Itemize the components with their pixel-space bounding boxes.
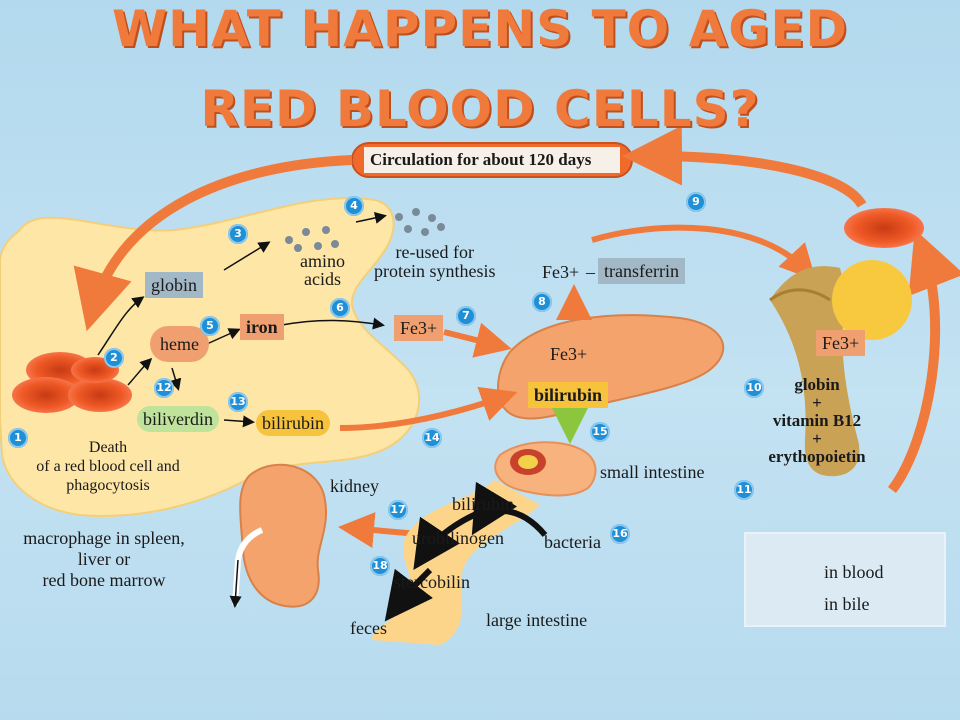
stercobilin-label: stercobilin bbox=[394, 572, 470, 592]
step-number-18: 18 bbox=[370, 556, 390, 576]
bacteria-label: bacteria bbox=[544, 532, 601, 552]
urobilinogen-label: urobilinogen bbox=[412, 528, 504, 548]
large-intestine-label: large intestine bbox=[486, 610, 588, 630]
legend-in-bile: in bile bbox=[824, 594, 870, 614]
arrow-bilirubin-to-liver bbox=[339, 386, 518, 431]
kidney bbox=[229, 463, 327, 608]
fe3-transferrin-label: Fe3+ bbox=[542, 262, 580, 282]
circulation-label: Circulation for about 120 days bbox=[370, 150, 592, 169]
step-number-9: 9 bbox=[686, 192, 706, 212]
step-number-11: 11 bbox=[734, 480, 754, 500]
bilirubin-liver-label: bilirubin bbox=[528, 382, 609, 408]
step-number-10: 10 bbox=[744, 378, 764, 398]
step-number-4: 4 bbox=[344, 196, 364, 216]
step-number-1: 1 bbox=[8, 428, 28, 448]
transferrin-label: transferrin bbox=[598, 258, 685, 284]
step-number-14: 14 bbox=[422, 428, 442, 448]
bilirubin-cell-label: bilirubin bbox=[256, 410, 330, 436]
fe3-liver-label: Fe3+ bbox=[550, 344, 588, 364]
arrow-transferrin-to-bone bbox=[591, 224, 817, 281]
fe3-bone-label: Fe3+ bbox=[816, 330, 866, 356]
small-intestine-label: small intestine bbox=[600, 462, 705, 482]
step-number-16: 16 bbox=[610, 524, 630, 544]
bilirubin-intestine-label: bilirubin bbox=[452, 494, 514, 514]
kidney-label: kidney bbox=[330, 476, 379, 496]
legend-box bbox=[744, 532, 946, 627]
step-number-6: 6 bbox=[330, 298, 350, 318]
death-phagocytosis-label: Death of a red blood cell and phagocytos… bbox=[36, 439, 180, 494]
circulation-arrow-top bbox=[622, 125, 867, 208]
step-number-8: 8 bbox=[532, 292, 552, 312]
title-line-2: RED BLOOD CELLS? bbox=[200, 80, 760, 138]
macrophage-location-label: macrophage in spleen, liver or red bone … bbox=[23, 528, 185, 590]
small-intestine bbox=[494, 441, 597, 497]
step-number-13: 13 bbox=[228, 392, 248, 412]
fe3-cell-label: Fe3+ bbox=[394, 315, 444, 341]
step-number-2: 2 bbox=[104, 348, 124, 368]
circulating-red-blood-cell bbox=[844, 208, 924, 248]
circulation-arrow-left bbox=[73, 155, 353, 332]
bone bbox=[769, 260, 912, 477]
reused-protein-synthesis-label: re-used for protein synthesis bbox=[374, 242, 496, 281]
step-number-12: 12 bbox=[154, 378, 174, 398]
step-number-15: 15 bbox=[590, 422, 610, 442]
transferrin-dash: – bbox=[586, 262, 595, 282]
globin-label: globin bbox=[145, 272, 204, 298]
step-number-7: 7 bbox=[456, 306, 476, 326]
step-number-17: 17 bbox=[388, 500, 408, 520]
arrow-fe3-to-liver bbox=[443, 322, 512, 358]
bone-requirements-label: globin + vitamin B12 + erythopoietin bbox=[768, 375, 866, 466]
legend-in-blood: in blood bbox=[824, 562, 884, 582]
step-number-5: 5 bbox=[200, 316, 220, 336]
amino-acids-label: amino acids bbox=[300, 251, 345, 289]
amino-acid-dots bbox=[285, 208, 445, 252]
title-line-1: WHAT HAPPENS TO AGED bbox=[112, 0, 848, 58]
feces-label: feces bbox=[350, 618, 387, 638]
heme-label: heme bbox=[150, 326, 209, 362]
circulation-arrow-right bbox=[887, 229, 960, 494]
pathway-arrows-thin bbox=[97, 212, 387, 428]
step-number-3: 3 bbox=[228, 224, 248, 244]
biliverdin-label: biliverdin bbox=[137, 406, 219, 432]
iron-label: iron bbox=[240, 314, 284, 340]
